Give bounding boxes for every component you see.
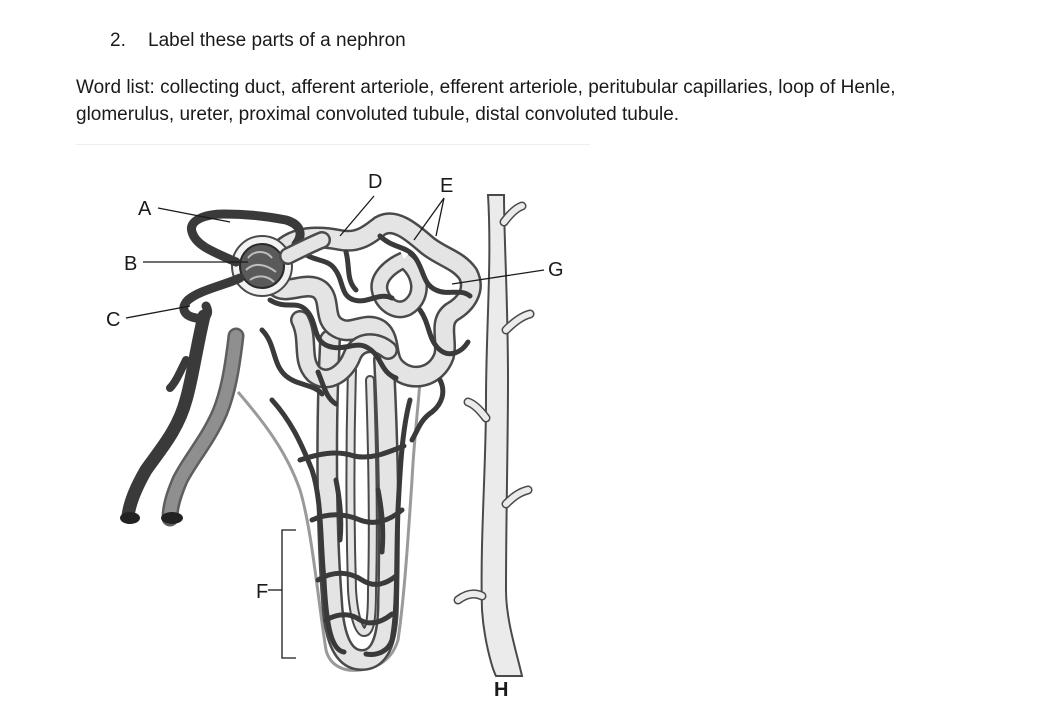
glomerulus xyxy=(231,235,293,297)
arterioles xyxy=(179,209,305,323)
label-d: D xyxy=(368,171,382,193)
word-list-line-1: Word list: collecting duct, afferent art… xyxy=(76,77,896,98)
convoluted-tubules xyxy=(260,212,482,389)
peritubular-capillaries xyxy=(269,397,413,657)
collecting-duct xyxy=(453,194,535,677)
label-b: B xyxy=(124,253,137,275)
capillaries-top xyxy=(259,233,473,443)
pointer-lines xyxy=(125,195,545,659)
label-f: F xyxy=(256,581,268,603)
divider xyxy=(76,144,590,145)
question-number: 2. xyxy=(110,30,126,51)
label-g: G xyxy=(548,259,564,281)
word-list-line-2: glomerulus, ureter, proximal convoluted … xyxy=(76,104,680,125)
label-c: C xyxy=(106,309,120,331)
question-heading: 2. Label these parts of a nephron xyxy=(110,30,406,52)
question-text: Label these parts of a nephron xyxy=(148,30,406,51)
word-list: Word list: collecting duct, afferent art… xyxy=(76,74,976,128)
label-e: E xyxy=(440,175,453,197)
label-h: H xyxy=(494,679,508,701)
vessels-left xyxy=(120,309,245,527)
loop-of-henle xyxy=(316,329,400,672)
label-a: A xyxy=(138,198,152,220)
